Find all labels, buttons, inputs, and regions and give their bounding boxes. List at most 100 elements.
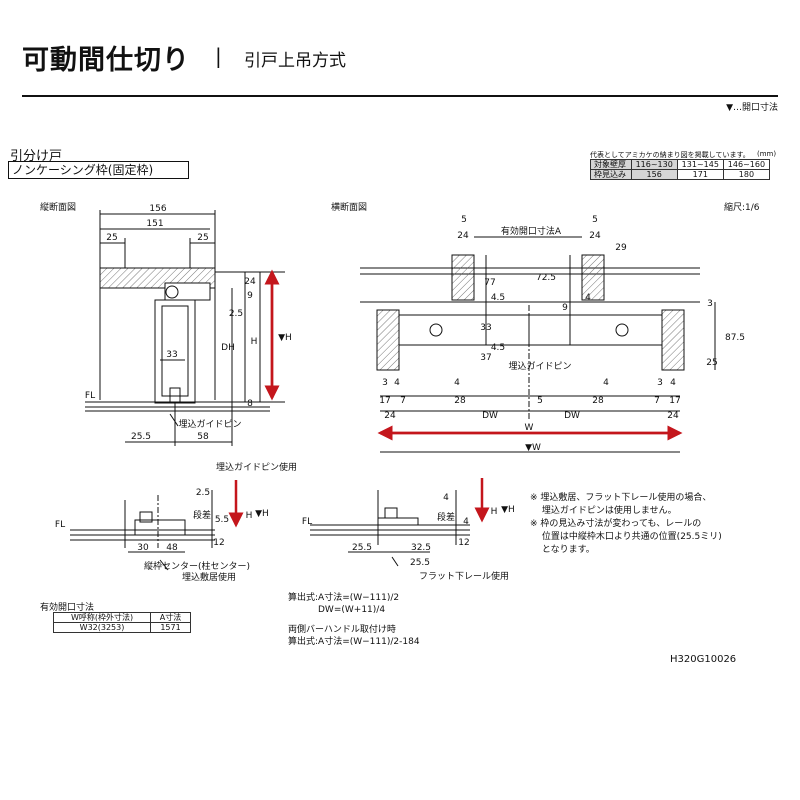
- dim-label: 7: [654, 396, 660, 406]
- dim-label: 24: [667, 411, 679, 421]
- dim-label: 25: [706, 358, 717, 368]
- dim-label: 37: [480, 353, 491, 363]
- dim-label: 4: [394, 378, 400, 388]
- dim-label: 25: [106, 233, 117, 243]
- table-cell: W32(3253): [52, 622, 152, 633]
- spec-note: 代表としてアミカケの納まり図を掲載しています。: [590, 151, 750, 159]
- note-line: 埋込ガイドピンは使用しません。: [530, 506, 677, 516]
- dim-label: 4: [585, 293, 591, 303]
- roller-left: [429, 323, 443, 337]
- door-panel-inner: [161, 305, 189, 397]
- door-bottom: [139, 511, 153, 523]
- door-panel-right: [528, 314, 663, 346]
- dim-label: 9: [562, 303, 568, 313]
- table-row: 枠見込み 156 171 180: [590, 169, 771, 180]
- center-post-right: [581, 254, 605, 301]
- dim-label: 2.5: [229, 309, 243, 319]
- dim-label: 151: [146, 219, 163, 229]
- guide-pin-label: 埋込ガイドピン: [178, 419, 241, 430]
- dim-label: 32.5: [411, 543, 431, 553]
- right-jamb: [661, 309, 685, 371]
- formula-line: 算出式:A寸法=(W−111)/2-184: [288, 637, 420, 647]
- leader-line: [391, 556, 399, 567]
- spec-unit: (mm): [757, 150, 777, 158]
- dim-label: 5.5: [215, 515, 229, 525]
- dim-label: 87.5: [725, 333, 745, 343]
- table-header: W呼称(枠外寸法): [52, 612, 152, 623]
- dim-label: 58: [197, 432, 209, 442]
- frame-type-box: ノンケーシング枠(固定枠): [8, 161, 189, 179]
- dim-label: 48: [166, 543, 178, 553]
- table-cell: 1571: [150, 622, 191, 633]
- dim-label: ▼H: [255, 509, 269, 519]
- dim-label: 17: [379, 396, 390, 406]
- dim-label: 4: [443, 493, 449, 503]
- opening-table-title: 有効開口寸法: [40, 603, 95, 613]
- dim-label: 4: [463, 517, 469, 527]
- dim-label: H: [251, 337, 258, 347]
- dim-label: 72.5: [536, 273, 556, 283]
- note-line: ※ 枠の見込み寸法が変わっても、レールの: [530, 519, 702, 529]
- horizontal-section: [360, 236, 716, 453]
- page-title: 可動間仕切り: [22, 45, 190, 76]
- note-line: となります。: [530, 545, 595, 555]
- notes: ※ 埋込敷居、フラット下レール使用の場合、 埋込ガイドピンは使用しません。 ※ …: [530, 492, 722, 557]
- legend-opening-size: ▼…開口寸法: [726, 103, 778, 113]
- guide-pin: [169, 387, 181, 403]
- leader-line: [159, 559, 169, 571]
- dim-label: 4: [454, 378, 460, 388]
- opening-a-label: 有効開口寸法A: [501, 225, 562, 237]
- fl-label: FL: [302, 517, 312, 527]
- door-type: 引分け戸: [10, 149, 63, 164]
- dim-label: 8: [247, 399, 253, 409]
- guide-pin-label-right: 埋込ガイドピン: [508, 361, 571, 372]
- floor-diff-label: 段差: [193, 509, 211, 521]
- dim-label: 12: [213, 538, 224, 548]
- note-line: 位置は中縦枠木口より共通の位置(25.5ミリ): [530, 532, 722, 542]
- dim-label: 25: [197, 233, 208, 243]
- table-cell: 180: [722, 169, 771, 180]
- dim-label: DW: [564, 411, 580, 421]
- vertical-section: [85, 210, 285, 446]
- dim-label: 4.5: [491, 293, 505, 303]
- threshold: [134, 519, 186, 536]
- guide-pin-usage-caption: 埋込ガイドピン使用: [216, 463, 298, 473]
- dim-label: H: [491, 507, 498, 517]
- dim-label: 4.5: [491, 343, 505, 353]
- dim-label: ▼H: [278, 333, 292, 343]
- dim-label: 3: [657, 378, 663, 388]
- dim-label: 25.5: [131, 432, 151, 442]
- dim-label: 12: [458, 538, 469, 548]
- table-row: W呼称(枠外寸法) A寸法: [52, 612, 191, 623]
- dim-label: 5: [537, 396, 543, 406]
- table-header: A寸法: [150, 612, 191, 623]
- dim-label: ▼W: [525, 443, 541, 453]
- spec-table: 対象壁厚 116~130 131~145 146~160 枠見込み 156 17…: [590, 159, 771, 180]
- formula-line: 算出式:A寸法=(W−111)/2: [288, 593, 400, 603]
- dim-label: DH: [221, 343, 235, 353]
- door-panel-left: [398, 314, 530, 346]
- opening-table: W呼称(枠外寸法) A寸法 W32(3253) 1571: [52, 612, 191, 633]
- dim-label: 7: [400, 396, 406, 406]
- title-separator: |: [215, 44, 222, 68]
- horizontal-section-label: 横断面図: [331, 203, 368, 213]
- header-rule: [22, 95, 778, 97]
- formula-line: 両側バーハンドル取付け時: [288, 625, 396, 635]
- dim-label: DW: [482, 411, 498, 421]
- dim-label: 5: [592, 215, 598, 225]
- center-post-left: [451, 254, 475, 301]
- dim-label: W: [525, 423, 534, 433]
- dim-label: 28: [454, 396, 466, 406]
- dim-label: 33: [480, 323, 491, 333]
- dim-label: 30: [137, 543, 149, 553]
- scale-label: 縮尺:1/6: [724, 203, 760, 213]
- floor-diff-label: 段差: [437, 511, 455, 523]
- threshold-usage-label: 埋込敷居使用: [182, 571, 236, 583]
- dim-label: 77: [484, 278, 495, 288]
- leader-line: [169, 413, 179, 427]
- dim-label: 29: [615, 243, 627, 253]
- left-jamb: [376, 309, 400, 371]
- dim-label: 2.5: [196, 488, 210, 498]
- dim-label: 9: [247, 291, 253, 301]
